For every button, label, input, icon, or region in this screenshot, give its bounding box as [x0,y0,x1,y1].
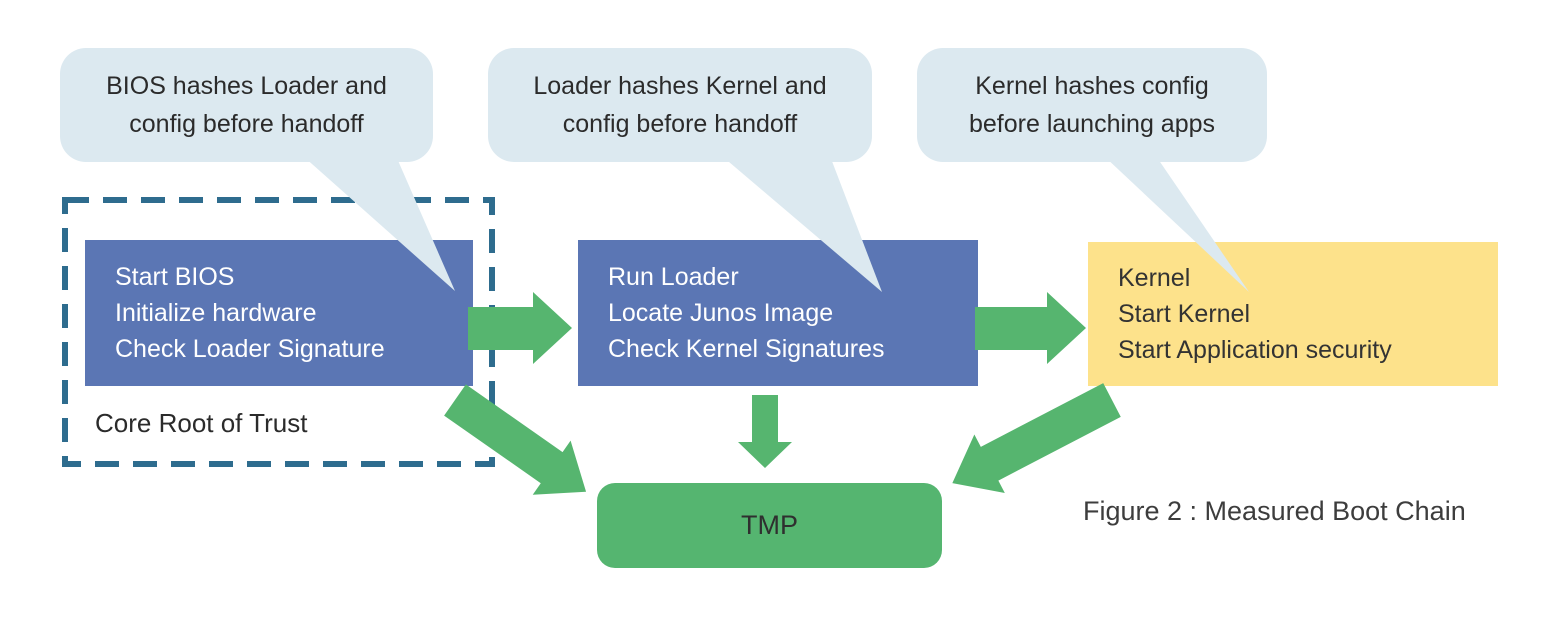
stage-line: Run Loader [608,263,739,291]
stage-box-loader: Run Loader Locate Junos Image Check Kern… [578,240,978,386]
arrow-bios-to-loader-icon [468,292,572,364]
tmp-label: TMP [741,510,798,540]
stage-line: Initialize hardware [115,299,317,327]
callout-kernel-hashes: Kernel hashes config before launching ap… [917,48,1267,162]
callout-line: Loader hashes Kernel and [533,72,827,100]
stage-line: Locate Junos Image [608,299,834,327]
stage-box-bios: Start BIOS Initialize hardware Check Loa… [85,240,473,386]
stage-box-kernel: Kernel Start Kernel Start Application se… [1088,242,1498,386]
arrow-kernel-to-tmp-icon [952,383,1121,493]
stage-line: Kernel [1118,264,1191,292]
callout-line: before launching apps [968,110,1216,138]
callout-line: config before handoff [562,110,798,138]
callout-line: BIOS hashes Loader and [106,72,387,100]
stage-line: Start Kernel [1118,300,1251,328]
core-root-of-trust-label: Core Root of Trust [95,408,308,438]
arrow-loader-to-kernel-icon [975,292,1086,364]
callout-bios-hashes: BIOS hashes Loader and config before han… [60,48,433,162]
stage-line: Check Loader Signature [115,335,385,363]
callout-loader-hashes: Loader hashes Kernel and config before h… [488,48,872,162]
tmp-box: TMP [597,483,942,568]
stage-line: Start BIOS [115,263,235,291]
arrow-loader-to-tmp-icon [738,395,792,468]
stage-line: Check Kernel Signatures [608,335,885,363]
callout-line: Kernel hashes config [975,72,1209,100]
stage-line: Start Application security [1118,336,1392,364]
figure-caption: Figure 2 : Measured Boot Chain [1083,496,1466,526]
callout-line: config before handoff [129,110,364,138]
arrow-bios-to-tmp-icon [444,384,587,495]
